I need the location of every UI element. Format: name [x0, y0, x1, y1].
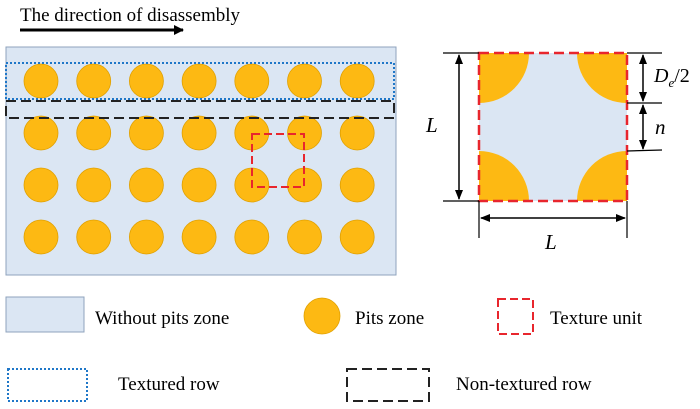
pit — [339, 167, 375, 203]
corner-pit-top-right — [577, 53, 627, 103]
width-dimension-label: L — [544, 230, 557, 254]
legend-texture-unit-label: Texture unit — [550, 308, 643, 329]
pit — [234, 63, 270, 99]
radius-dimension-label: De/2 — [653, 65, 690, 90]
corner-pit-bottom-left — [479, 151, 529, 201]
legend: Without pits zone Pits zone Texture unit… — [5, 296, 643, 402]
legend-texture-unit-swatch — [497, 298, 534, 335]
radius-label-tail: /2 — [674, 65, 690, 87]
pit — [128, 167, 164, 203]
radius-label-main: D — [653, 65, 669, 87]
legend-without-pits-swatch — [5, 296, 85, 333]
extension-line-right-low — [626, 149, 663, 152]
legend-textured-row-swatch — [7, 368, 88, 402]
pit — [76, 63, 112, 99]
direction-label: The direction of disassembly — [20, 5, 241, 26]
pit — [287, 219, 322, 255]
radius-label-sub: e — [668, 75, 674, 90]
pit — [339, 63, 375, 99]
legend-textured-row-label: Textured row — [118, 374, 220, 395]
gap-dimension-label: n — [655, 115, 666, 139]
pit — [339, 115, 375, 151]
height-dimension-label: L — [425, 113, 438, 137]
pits-grid — [23, 63, 375, 255]
textured-row-box — [5, 62, 395, 100]
unit-cell: L L De/2 n — [425, 51, 690, 254]
pit — [181, 63, 217, 99]
pit — [76, 219, 112, 255]
pit — [287, 63, 322, 99]
pit — [76, 115, 112, 151]
pit — [181, 115, 217, 151]
pit — [23, 167, 59, 203]
legend-pits-swatch — [303, 297, 341, 335]
pit — [181, 219, 217, 255]
texture-unit-box — [251, 133, 305, 188]
unit-cell-border — [477, 51, 629, 203]
pit — [128, 115, 164, 151]
pit — [128, 63, 164, 99]
pit — [181, 167, 217, 203]
pit — [23, 63, 59, 99]
pit — [128, 219, 164, 255]
legend-non-textured-row-swatch — [346, 368, 430, 402]
pit — [23, 115, 59, 151]
legend-non-textured-row-label: Non-textured row — [456, 374, 592, 395]
pit — [234, 219, 270, 255]
pit — [76, 167, 112, 203]
non-textured-row-box — [5, 100, 395, 119]
pit — [339, 219, 375, 255]
corner-pit-bottom-right — [577, 151, 627, 201]
legend-without-pits-label: Without pits zone — [95, 308, 229, 329]
corner-pit-top-left — [479, 53, 529, 103]
pit — [23, 219, 59, 255]
legend-pits-label: Pits zone — [355, 308, 424, 329]
